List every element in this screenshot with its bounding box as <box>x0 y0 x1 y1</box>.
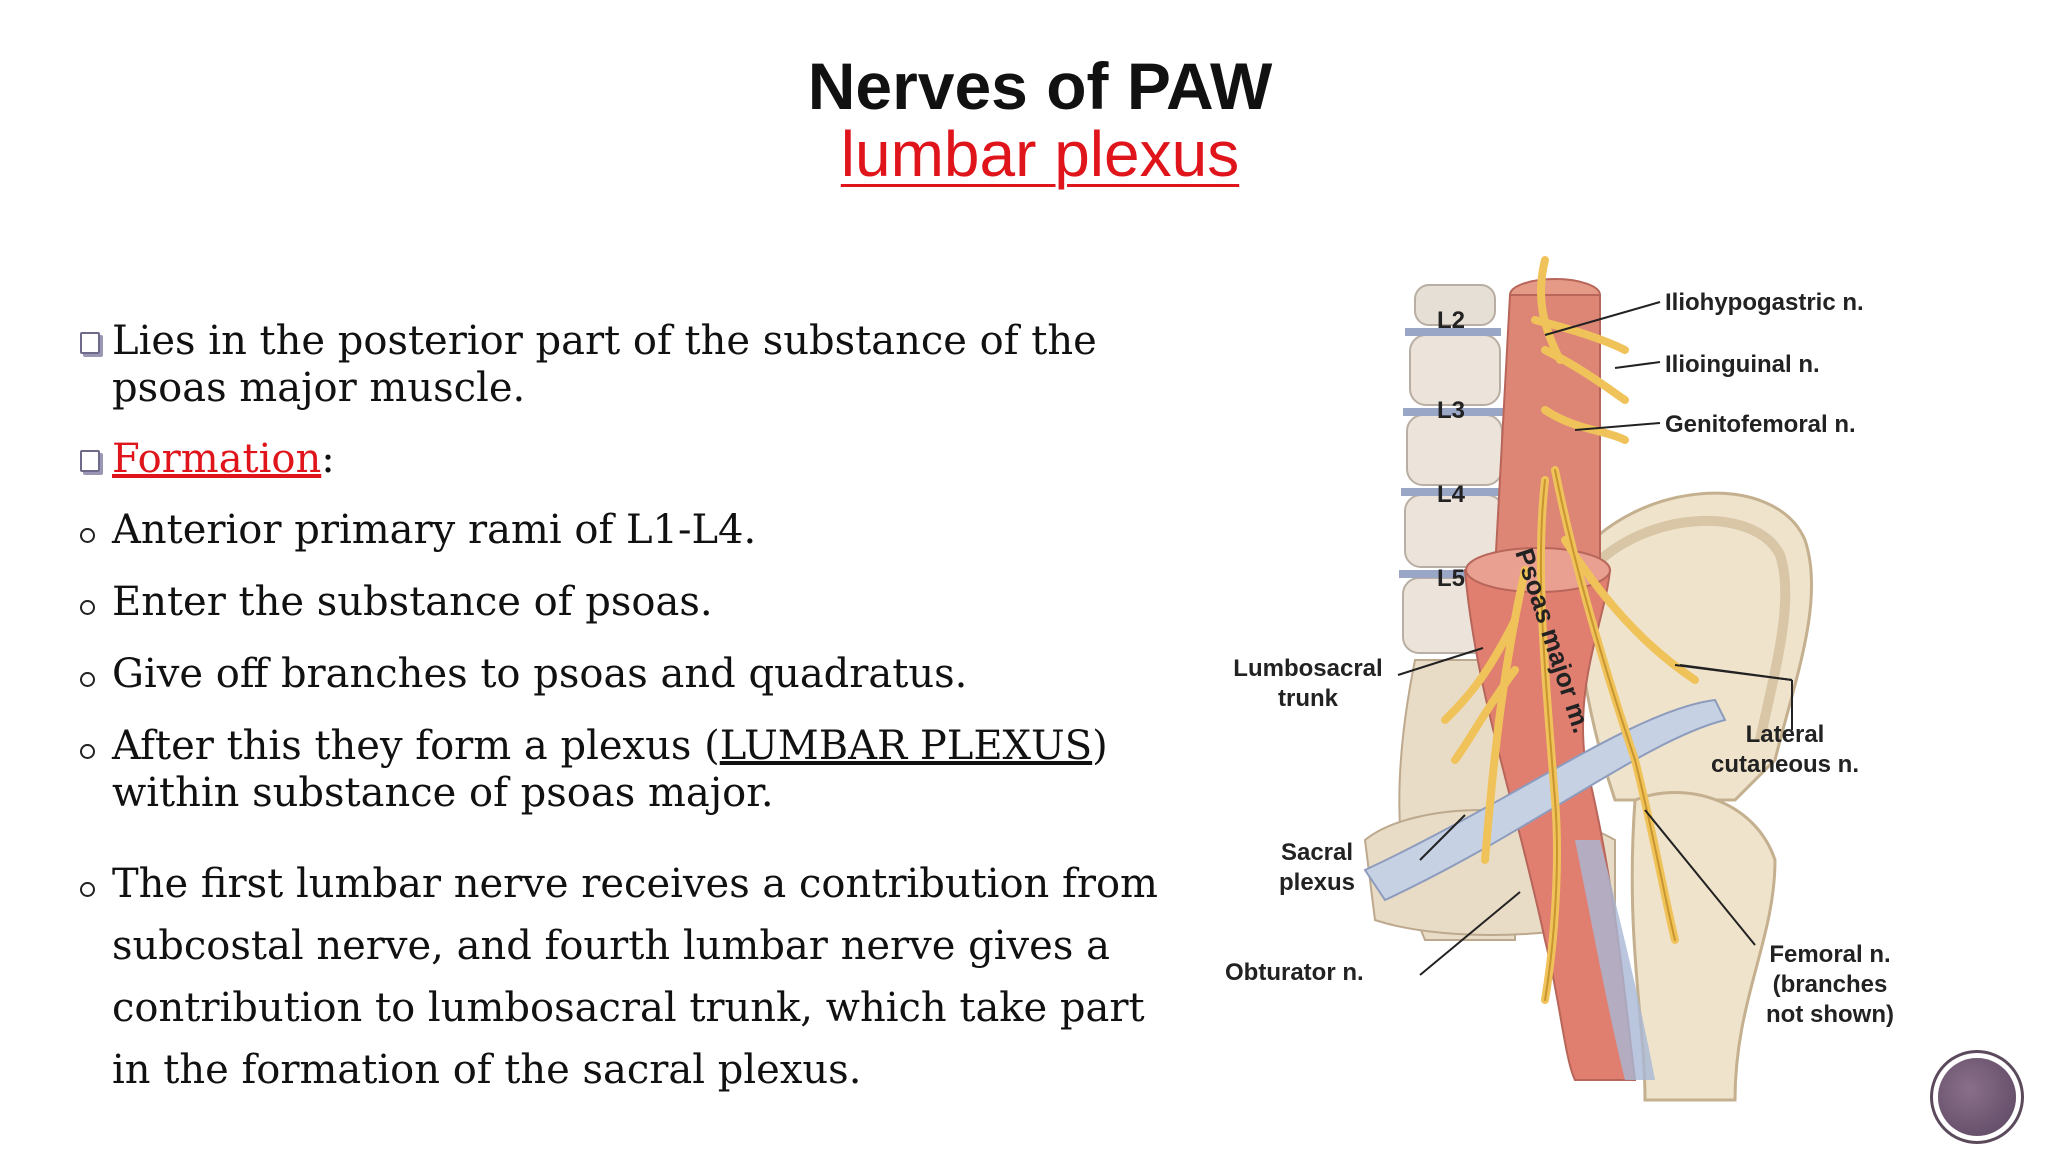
psoas-major-muscle <box>1463 278 1655 1081</box>
slide-title: Nerves of PAW <box>807 49 1273 123</box>
lateral-cutaneous-label-2: cutaneous n. <box>1711 751 1859 778</box>
lumbosacral-trunk-label-1: Lumbosacral <box>1233 655 1382 682</box>
leader-lines <box>1397 301 1793 976</box>
slide-subtitle: lumbar plexus <box>840 118 1240 191</box>
bullet-item: The first lumbar nerve receives a contri… <box>80 853 1172 1101</box>
vertebra-label-l3: L3 <box>1437 397 1465 424</box>
bullet-text: : <box>321 436 335 482</box>
bullet-item: Enter the substance of psoas. <box>80 579 1170 626</box>
bullet-item: Formation: <box>80 436 1170 483</box>
circle-bullet-icon <box>80 651 95 698</box>
bullet-text: Anterior primary rami of L1-L4. <box>112 507 757 553</box>
bullet-item: After this they form a plexus (LUMBAR PL… <box>80 723 1172 817</box>
lumbar-plexus-illustration: L2 L3 L4 L5 Psoas major m. Iliohypogastr… <box>1225 256 1894 1102</box>
bullet-text: Lies in the posterior part of the substa… <box>112 318 1097 411</box>
circle-bullet-icon <box>80 579 95 626</box>
circle-bullet-icon <box>80 853 95 915</box>
genitofemoral-label: Genitofemoral n. <box>1665 411 1856 438</box>
femur-bone <box>1630 791 1777 1102</box>
bullet-list: Lies in the posterior part of the substa… <box>80 318 1170 1101</box>
lumbosacral-trunk-label-2: trunk <box>1278 685 1339 712</box>
bullet-item: Give off branches to psoas and quadratus… <box>80 651 1170 698</box>
sacral-plexus-label-1: Sacral <box>1281 839 1353 866</box>
circle-bullet-icon <box>80 723 95 770</box>
lumbar-plexus-term: LUMBAR PLEXUS <box>719 723 1093 769</box>
bullet-text: Enter the substance of psoas. <box>112 579 713 625</box>
formation-link[interactable]: Formation <box>112 436 322 482</box>
bullet-text: ) within substance of psoas major. <box>112 723 1108 816</box>
iliohypogastric-label: Iliohypogastric n. <box>1665 289 1864 316</box>
bullet-text: The first lumbar nerve receives a contri… <box>112 861 1158 1093</box>
femoral-label-2: (branches <box>1773 971 1888 998</box>
bullet-text: Give off branches to psoas and quadratus… <box>112 651 968 697</box>
bullet-item: Lies in the posterior part of the substa… <box>80 318 1170 412</box>
obturator-label: Obturator n. <box>1225 959 1364 986</box>
square-bullet-icon <box>80 318 100 365</box>
ilioinguinal-label: Ilioinguinal n. <box>1665 351 1820 378</box>
ilium-bone <box>1573 491 1814 802</box>
circle-bullet-icon <box>80 507 95 554</box>
femoral-label-3: not shown) <box>1766 1001 1894 1028</box>
title-block: Nerves of PAW lumbar plexus <box>640 49 1440 191</box>
sacral-plexus-label-2: plexus <box>1279 869 1355 896</box>
lateral-cutaneous-label-1: Lateral <box>1746 721 1825 748</box>
slide-nav-circle-icon[interactable] <box>1938 1058 2016 1136</box>
vertebra-label-l4: L4 <box>1437 481 1466 508</box>
square-bullet-icon <box>80 436 100 483</box>
bullet-text: After this they form a plexus ( <box>112 723 720 769</box>
vertebra-label-l2: L2 <box>1437 307 1465 334</box>
vertebra-label-l5: L5 <box>1437 565 1465 592</box>
bullet-item: Anterior primary rami of L1-L4. <box>80 507 1170 554</box>
femoral-label-1: Femoral n. <box>1769 941 1890 968</box>
